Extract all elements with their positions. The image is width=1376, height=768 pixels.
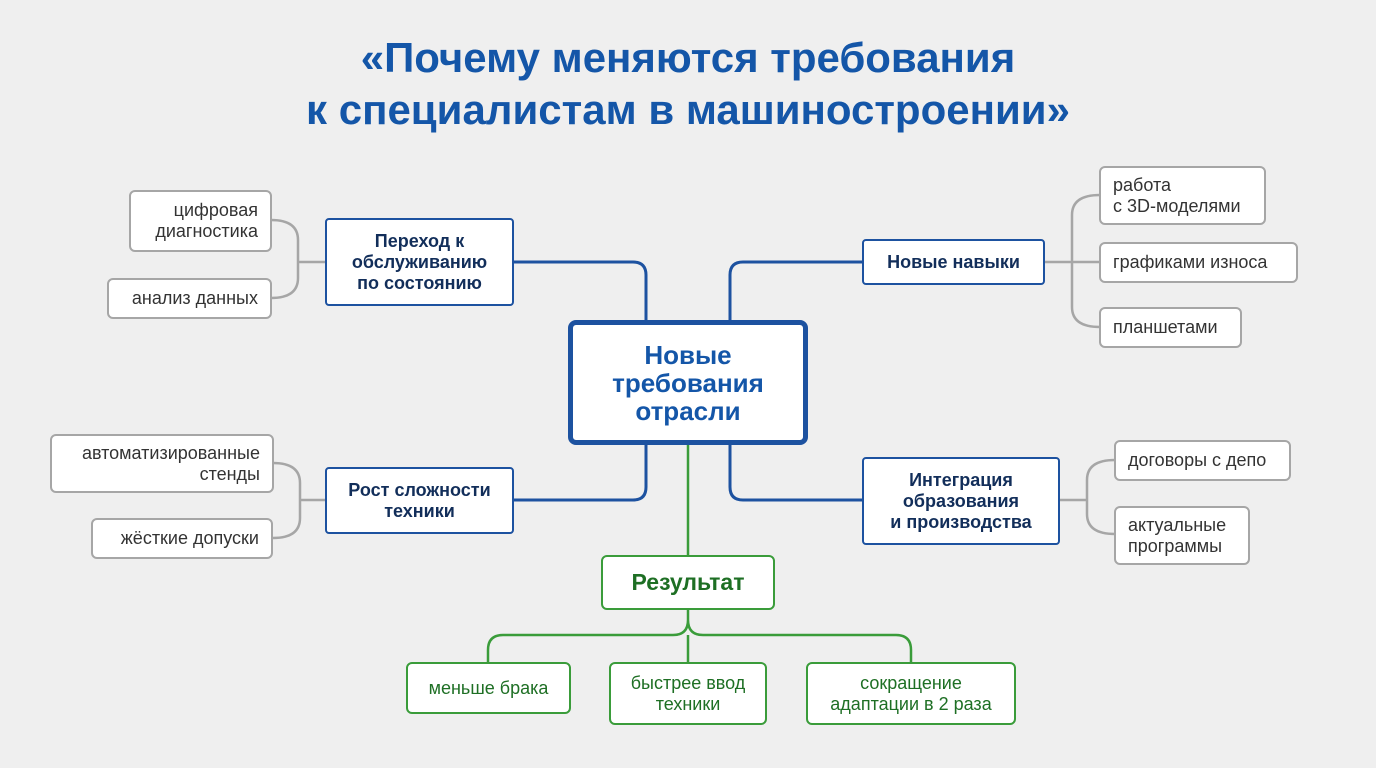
blue-connectors bbox=[513, 260, 863, 502]
leaf-automated-stands: автоматизированные стенды bbox=[50, 434, 274, 493]
branch-integration: Интеграция образования и производства bbox=[862, 457, 1060, 545]
leaf-wear-charts: графиками износа bbox=[1099, 242, 1298, 283]
grey-connectors bbox=[270, 193, 1116, 540]
branch-skills-label: Новые навыки bbox=[887, 251, 1020, 272]
leaf-tight-tolerances: жёсткие допуски bbox=[91, 518, 273, 559]
connector-integration-leaves bbox=[1059, 458, 1116, 536]
outcome-shorter-adaptation: сокращение адаптации в 2 раза bbox=[806, 662, 1016, 725]
leaf-3d-models: работа с 3D-моделями bbox=[1099, 166, 1266, 225]
outcome-faster-commissioning-label: быстрее ввод техники bbox=[630, 672, 746, 714]
leaf-depot-contracts-label: договоры с депо bbox=[1128, 450, 1267, 470]
connector-center-skills bbox=[728, 260, 863, 320]
connector-maintenance-leaves bbox=[270, 218, 327, 300]
leaf-3d-models-label: работа с 3D-моделями bbox=[1113, 174, 1241, 216]
leaf-depot-contracts: договоры с депо bbox=[1114, 440, 1291, 481]
leaf-automated-stands-label: автоматизированные стенды bbox=[81, 442, 260, 484]
result-node: Результат bbox=[601, 555, 775, 610]
connector-result-outcomes bbox=[486, 609, 913, 663]
outcome-less-defects: меньше брака bbox=[406, 662, 571, 714]
branch-complexity: Рост сложности техники bbox=[325, 467, 514, 534]
leaf-tablets-label: планшетами bbox=[1113, 317, 1218, 337]
leaf-digital-diagnostics-label: цифровая диагностика bbox=[155, 200, 258, 241]
connector-complexity-leaves bbox=[272, 461, 327, 540]
outcome-less-defects-label: меньше брака bbox=[428, 677, 549, 698]
leaf-tight-tolerances-label: жёсткие допуски bbox=[120, 528, 259, 548]
title-line-1: «Почему меняются требования bbox=[360, 34, 1016, 81]
leaf-data-analysis: анализ данных bbox=[107, 278, 272, 319]
result-node-label: Результат bbox=[631, 569, 745, 595]
center-node-label: Новые требования отрасли bbox=[612, 339, 764, 426]
branch-skills: Новые навыки bbox=[862, 239, 1045, 285]
outcome-faster-commissioning: быстрее ввод техники bbox=[609, 662, 767, 725]
leaf-current-programs: актуальные программы bbox=[1114, 506, 1250, 565]
outcome-shorter-adaptation-label: сокращение адаптации в 2 раза bbox=[830, 672, 992, 714]
leaf-tablets: планшетами bbox=[1099, 307, 1242, 348]
diagram-title: «Почему меняются требования к специалист… bbox=[0, 32, 1376, 136]
connector-center-complexity bbox=[513, 444, 648, 502]
center-node: Новые требования отрасли bbox=[568, 320, 808, 445]
leaf-wear-charts-label: графиками износа bbox=[1113, 252, 1268, 272]
leaf-current-programs-label: актуальные программы bbox=[1128, 514, 1227, 556]
branch-maintenance-label: Переход к обслуживанию по состоянию bbox=[351, 230, 488, 293]
connector-center-maintenance bbox=[513, 260, 648, 320]
green-connectors bbox=[486, 444, 913, 663]
leaf-data-analysis-label: анализ данных bbox=[131, 288, 258, 308]
branch-maintenance: Переход к обслуживанию по состоянию bbox=[325, 218, 514, 306]
connector-skills-leaves bbox=[1044, 193, 1101, 329]
connector-center-integration bbox=[728, 444, 863, 502]
branch-integration-label: Интеграция образования и производства bbox=[890, 469, 1032, 532]
title-line-2: к специалистам в машиностроении» bbox=[306, 86, 1070, 133]
branch-complexity-label: Рост сложности техники bbox=[348, 479, 491, 521]
leaf-digital-diagnostics: цифровая диагностика bbox=[129, 190, 272, 252]
